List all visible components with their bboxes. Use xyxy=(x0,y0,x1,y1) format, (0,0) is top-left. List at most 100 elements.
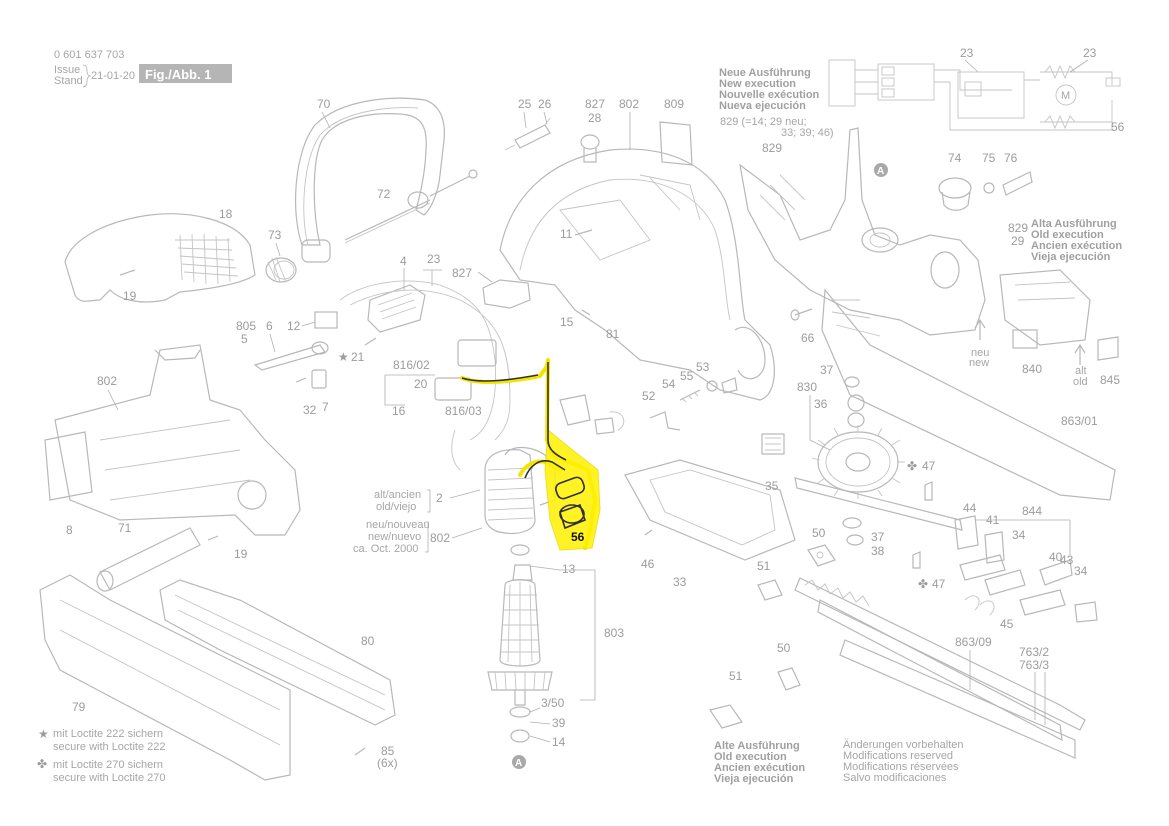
label-840: 840 xyxy=(1022,362,1042,376)
knob-73 xyxy=(265,257,297,283)
old-label: old xyxy=(1073,376,1088,388)
figure-label: Fig./Abb. 1 xyxy=(145,67,211,82)
base-80 xyxy=(159,579,396,726)
legend-loctite222-en: secure with Loctite 222 xyxy=(53,741,166,753)
label-763-3: 763/3 xyxy=(1019,658,1049,672)
part-number: 0 601 637 703 xyxy=(54,49,124,61)
variant-neu-1: neu/nouveau xyxy=(366,519,430,531)
mod-en: Modifications reserved xyxy=(843,750,953,762)
fan xyxy=(487,671,553,691)
label-43: 43 xyxy=(1060,553,1074,567)
label-50a: 50 xyxy=(812,526,826,540)
label-845: 845 xyxy=(1100,373,1120,387)
old-exec-fr: Ancien exécution xyxy=(714,762,805,774)
label-11: 11 xyxy=(560,227,573,241)
screw-72 xyxy=(344,199,431,241)
label-70: 70 xyxy=(317,97,331,111)
capacitor-56 xyxy=(554,476,586,500)
label-76: 76 xyxy=(1004,151,1018,165)
housing-802-left xyxy=(54,344,301,536)
blade-763 xyxy=(839,639,1076,759)
plate-8 xyxy=(44,431,93,501)
label-46: 46 xyxy=(641,557,655,571)
knob-827 xyxy=(580,134,600,150)
label-85: 85 xyxy=(381,744,395,758)
label-3-50: 3/50 xyxy=(541,696,565,710)
label-809: 809 xyxy=(664,97,684,111)
label-23a: 23 xyxy=(427,252,441,266)
housing-old-829 xyxy=(999,269,1091,346)
marker-A-top xyxy=(874,163,888,177)
label-18: 18 xyxy=(219,207,233,221)
tube-71 xyxy=(99,527,201,591)
label-816-02: 816/02 xyxy=(393,358,430,372)
label-37b: 37 xyxy=(871,530,885,544)
brush-holder-816-03 xyxy=(434,377,472,401)
cord-6 xyxy=(253,344,326,371)
circuit-module xyxy=(957,71,1025,119)
blade-863-01 xyxy=(821,288,1116,501)
label-51b: 51 xyxy=(729,669,743,683)
cross-symbol: ✤ xyxy=(37,757,47,771)
label-13: 13 xyxy=(562,562,576,576)
label-28: 28 xyxy=(588,111,602,125)
housing-802-center xyxy=(499,148,775,401)
label-39: 39 xyxy=(552,716,566,730)
part-34 xyxy=(984,569,1026,596)
legend-loctite222-de: mit Loctite 222 sichern xyxy=(53,728,163,740)
label-14: 14 xyxy=(552,735,566,749)
star-21: ★ xyxy=(338,350,349,364)
old-exec-right-en: Old execution xyxy=(1031,229,1104,241)
new-exec-note-1: 829 (=14; 29 neu; xyxy=(720,116,807,128)
mod-fr: Modifications réservées xyxy=(843,761,959,773)
label-23c: 23 xyxy=(1083,46,1097,60)
figure-badge xyxy=(139,64,232,83)
part-34b xyxy=(1074,601,1098,623)
spring-54 xyxy=(679,389,701,401)
variant-alt-2: old/viejo xyxy=(376,501,416,513)
label-6: 6 xyxy=(266,319,273,333)
new-exec-es: Nueva ejecución xyxy=(719,100,806,112)
variant-alt-1: alt/ancien xyxy=(374,489,421,501)
cross-47a: ✤ xyxy=(907,459,917,473)
clamp-50-old xyxy=(777,667,801,691)
alt-label: alt xyxy=(1075,365,1087,377)
new-exec-de: Neue Ausführung xyxy=(719,67,811,79)
label-26: 26 xyxy=(538,97,552,111)
handle-70 xyxy=(294,97,445,246)
gear-830 xyxy=(817,431,899,493)
brush-holder-816-02 xyxy=(457,339,497,367)
variant-neu-3: ca. Oct. 2000 xyxy=(353,543,418,555)
part-40 xyxy=(1019,589,1066,616)
label-829b: 829 xyxy=(1008,221,1028,235)
mod-es: Salvo modificaciones xyxy=(843,772,947,784)
old-exec-es: Vieja ejecución xyxy=(714,773,794,785)
housing-18 xyxy=(64,213,256,303)
base-79 xyxy=(39,574,291,781)
part-7 xyxy=(311,369,327,389)
new-exec-fr: Nouvelle exécution xyxy=(719,89,820,101)
old-exec-right-de: Alta Ausführung xyxy=(1031,218,1117,230)
issue-date: 21-01-20 xyxy=(91,70,135,82)
legend-loctite270-en: secure with Loctite 270 xyxy=(53,772,166,784)
variant-neu-2: new/nuevo xyxy=(368,531,421,543)
label-36: 36 xyxy=(814,397,828,411)
label-47a: 47 xyxy=(922,459,936,473)
label-80: 80 xyxy=(361,634,375,648)
label-50b: 50 xyxy=(777,641,791,655)
stand-label: Stand xyxy=(54,75,83,87)
label-20: 20 xyxy=(414,377,428,391)
part-44-41 xyxy=(954,515,1005,564)
part-25 xyxy=(514,124,551,149)
label-40: 40 xyxy=(1049,550,1063,564)
label-21: 21 xyxy=(351,350,365,364)
plate-33 xyxy=(624,459,796,561)
label-803: 803 xyxy=(604,626,624,640)
label-44a: 44 xyxy=(963,501,977,515)
label-23b: 23 xyxy=(960,46,974,60)
label-35: 35 xyxy=(765,479,779,493)
label-805: 805 xyxy=(236,319,256,333)
old-exec-right-es: Vieja ejecución xyxy=(1031,251,1111,263)
label-75: 75 xyxy=(982,151,996,165)
